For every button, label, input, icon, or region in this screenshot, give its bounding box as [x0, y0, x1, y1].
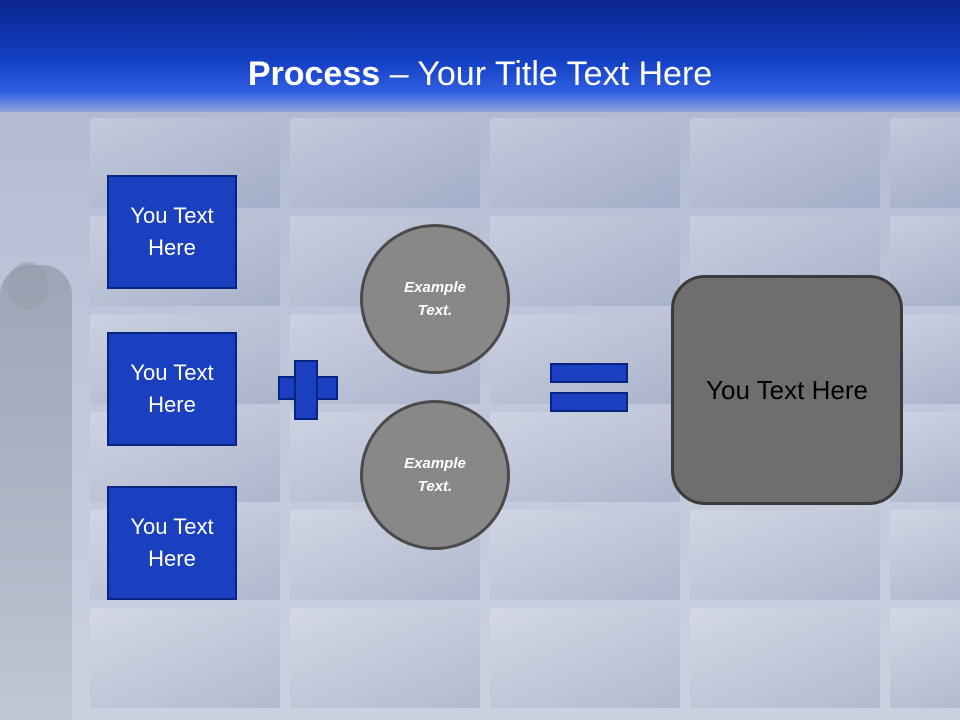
input-box-2-line1: You Text: [130, 360, 214, 385]
plus-icon-center: [296, 378, 316, 398]
input-box-1-line2: Here: [148, 235, 196, 260]
result-box[interactable]: You Text Here: [671, 275, 903, 505]
input-box-2-line2: Here: [148, 392, 196, 417]
example-circle-2[interactable]: Example Text.: [360, 400, 510, 550]
example-circle-1-line1: Example: [404, 279, 466, 296]
example-circle-1[interactable]: Example Text.: [360, 224, 510, 374]
input-box-3-line1: You Text: [130, 514, 214, 539]
slide-title: Process – Your Title Text Here: [0, 52, 960, 96]
example-circle-2-line2: Text.: [417, 478, 453, 495]
equals-icon-top-bar: [550, 363, 628, 383]
equals-icon-bottom-bar: [550, 392, 628, 412]
input-box-3-line2: Here: [148, 546, 196, 571]
example-circle-2-line1: Example: [404, 455, 466, 472]
title-bar: Process – Your Title Text Here: [0, 0, 960, 112]
title-bold: Process: [247, 55, 381, 93]
title-rest: – Your Title Text Here: [380, 55, 713, 93]
example-circle-1-line2: Text.: [417, 302, 453, 319]
result-box-label: You Text Here: [706, 374, 868, 405]
input-box-1-line1: You Text: [130, 203, 214, 228]
person-silhouette: [0, 265, 72, 720]
